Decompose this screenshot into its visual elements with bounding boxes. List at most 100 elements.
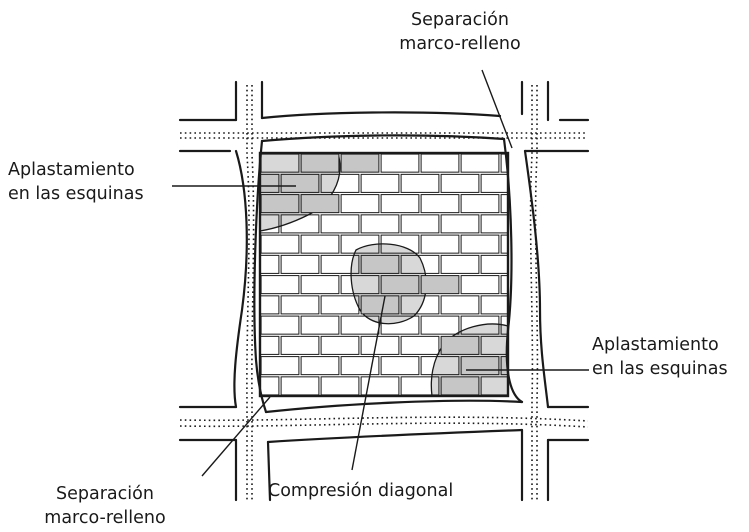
frame-centerlines — [179, 85, 589, 500]
right-column-centerline-1 — [529, 85, 534, 500]
brick — [280, 295, 320, 315]
brick — [420, 194, 460, 214]
left-column-centerline-1 — [246, 85, 250, 500]
brick — [320, 335, 360, 355]
brick — [480, 214, 508, 234]
brick — [460, 234, 500, 254]
brick — [440, 376, 480, 396]
label-crush-right-line1: Aplastamiento — [592, 335, 719, 355]
brick — [340, 234, 380, 254]
bottom-beam-centerline-2 — [179, 422, 589, 428]
left-column-outer-edge — [233, 80, 248, 502]
brick — [480, 335, 508, 355]
label-gap-top-line1: Separación — [411, 10, 509, 30]
brick — [280, 335, 320, 355]
top-beam-deformed-edge — [260, 134, 506, 143]
brick — [460, 153, 500, 173]
brick — [500, 356, 508, 376]
bottom-beam-deformed-edge — [264, 399, 524, 414]
brick — [260, 356, 300, 376]
frame — [178, 80, 590, 502]
brick — [300, 153, 340, 173]
brick — [320, 295, 360, 315]
brick — [340, 275, 380, 295]
infill-panel-outline — [258, 151, 510, 398]
left-column-bottom-edge — [266, 440, 272, 502]
top-beam-top-edge — [178, 111, 590, 122]
brick — [440, 295, 480, 315]
label-diagonal-text: Compresión diagonal — [268, 481, 454, 501]
brick — [280, 254, 320, 274]
left-column-inner-edge — [253, 80, 268, 414]
label-diagonal-compression: Compresión diagonal — [268, 479, 453, 503]
label-crush-left-line1: Aplastamiento — [8, 160, 135, 180]
brick — [500, 234, 508, 254]
brick — [500, 315, 508, 335]
label-gap-top-line2: marco-relleno — [399, 34, 521, 54]
brick — [280, 376, 320, 396]
label-crush-left: Aplastamiento en las esquinas — [8, 158, 144, 206]
brick — [280, 214, 320, 234]
right-column-outer-edge — [523, 80, 550, 502]
brick — [400, 295, 440, 315]
label-gap-bottom-line1: Separación — [56, 484, 154, 504]
label-gap-bottom: Separación marco-relleno — [24, 482, 186, 530]
label-gap-top: Separación marco-relleno — [366, 8, 554, 56]
brick — [400, 335, 440, 355]
brick — [420, 234, 460, 254]
brick — [280, 173, 320, 193]
brick — [380, 234, 420, 254]
brick — [440, 335, 480, 355]
brick — [500, 153, 508, 173]
brick — [440, 173, 480, 193]
brick — [260, 275, 300, 295]
brick — [440, 254, 480, 274]
brick — [260, 315, 300, 335]
brick — [440, 214, 480, 234]
left-column-centerline-2 — [251, 85, 255, 500]
brick — [460, 194, 500, 214]
label-gap-bottom-line2: marco-relleno — [44, 508, 166, 528]
brick — [340, 356, 380, 376]
brick — [400, 173, 440, 193]
brick — [260, 194, 300, 214]
brick — [300, 356, 340, 376]
brick — [320, 376, 360, 396]
brick — [480, 173, 508, 193]
right-column-centerline-2 — [534, 85, 539, 500]
brick — [420, 275, 460, 295]
brick — [300, 275, 340, 295]
label-crush-right-line2: en las esquinas — [592, 359, 728, 379]
brick — [500, 194, 508, 214]
brick — [360, 335, 400, 355]
brick — [480, 295, 508, 315]
right-column-inner-edge — [502, 80, 524, 502]
brick — [420, 356, 460, 376]
brick — [260, 234, 300, 254]
leader-diagonal — [351, 295, 386, 471]
brick — [300, 315, 340, 335]
brick — [420, 153, 460, 173]
brick — [380, 275, 420, 295]
brick — [360, 295, 400, 315]
brick — [360, 214, 400, 234]
bottom-beam-bottom-edge — [178, 428, 590, 444]
brick — [360, 173, 400, 193]
brick — [320, 254, 360, 274]
brick — [380, 315, 420, 335]
brick — [340, 153, 380, 173]
brick — [400, 254, 440, 274]
leader-lines — [172, 69, 589, 477]
leader-gap-top — [481, 69, 513, 149]
brick — [300, 234, 340, 254]
brick — [420, 315, 460, 335]
label-crush-right: Aplastamiento en las esquinas — [592, 333, 728, 381]
brick — [460, 275, 500, 295]
label-crush-left-line2: en las esquinas — [8, 184, 144, 204]
brick — [360, 254, 400, 274]
brick — [380, 153, 420, 173]
brick — [320, 173, 360, 193]
brick — [320, 214, 360, 234]
brick — [400, 214, 440, 234]
